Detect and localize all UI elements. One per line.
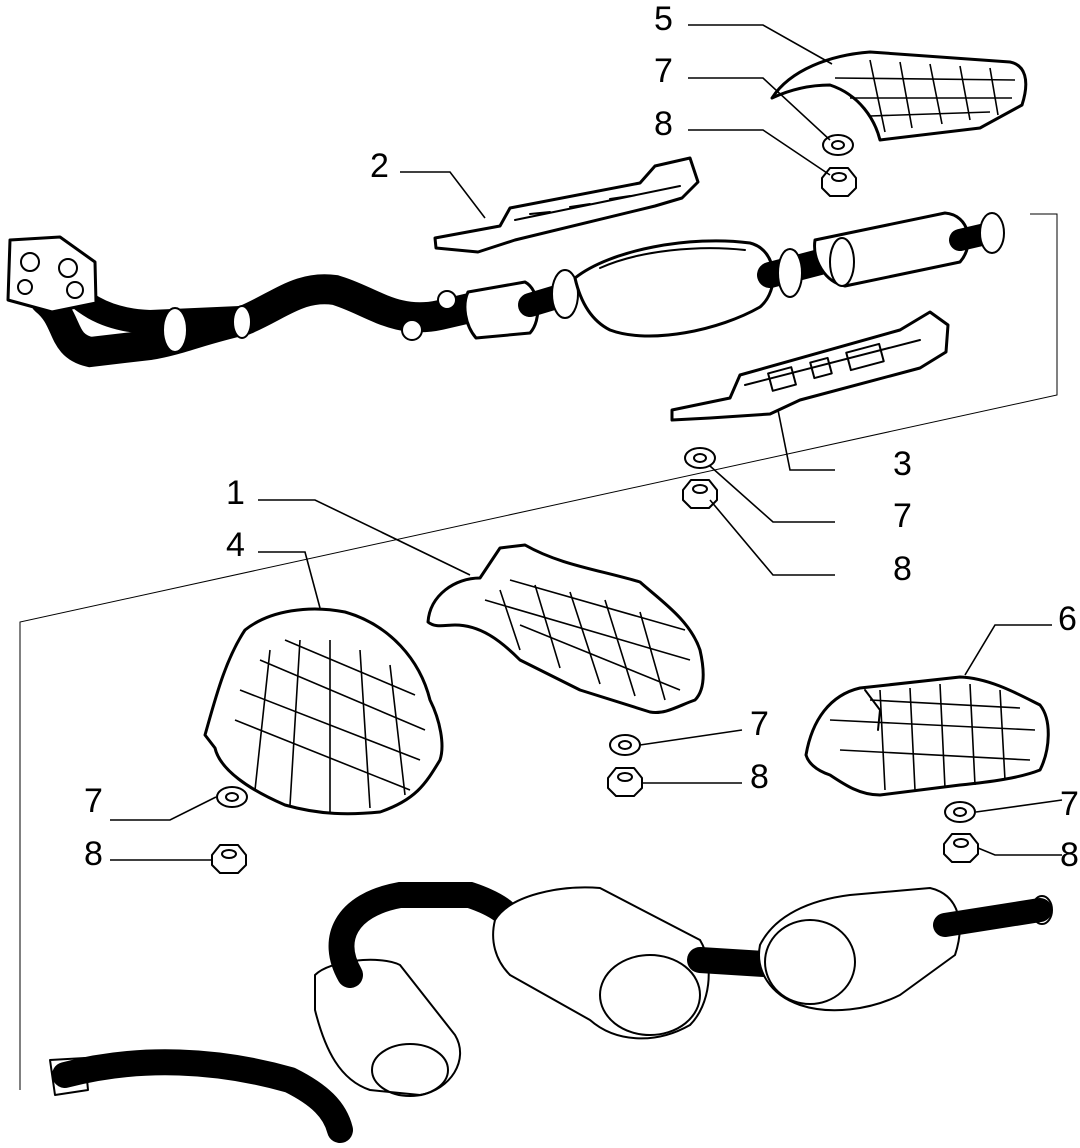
pre-silencer <box>463 280 540 340</box>
callout-1: 1 <box>226 474 245 512</box>
assembly-guide-lines <box>19 213 1058 1090</box>
callout-5: 5 <box>654 0 673 38</box>
callout-3: 3 <box>893 445 912 483</box>
rear-exhaust-line <box>49 882 1053 1143</box>
front-silencer <box>314 958 461 1096</box>
callout-7-left: 7 <box>84 782 103 820</box>
fastener-nuts <box>211 167 979 874</box>
callout-7-top: 7 <box>654 52 673 90</box>
callout-7-center: 7 <box>750 705 769 743</box>
callout-2: 2 <box>370 147 389 185</box>
leader-lines <box>110 24 1063 861</box>
callout-8-left: 8 <box>84 835 103 873</box>
callout-8-center: 8 <box>750 758 769 796</box>
catalytic-converter <box>573 239 775 338</box>
heat-shield-4 <box>203 607 444 816</box>
heat-shield-1 <box>426 543 705 715</box>
lambda-sensor-boss <box>401 319 423 341</box>
callout-6: 6 <box>1058 600 1077 638</box>
heat-shield-5 <box>770 50 1028 142</box>
callout-7-right: 7 <box>893 497 912 535</box>
front-exhaust-pipe-assembly <box>6 211 1005 368</box>
heat-shield-2 <box>433 156 700 254</box>
manifold-flange <box>6 235 98 314</box>
callout-4: 4 <box>226 526 245 564</box>
heat-shield-6 <box>804 675 1050 797</box>
callout-8-top: 8 <box>654 105 673 143</box>
callout-8-right: 8 <box>893 550 912 588</box>
central-silencer <box>492 886 710 1040</box>
callout-8-lower-right: 8 <box>1060 836 1079 874</box>
callout-labels: 5 7 8 2 3 7 8 1 4 6 7 8 7 8 7 8 <box>84 0 1079 874</box>
callout-7-lower-right: 7 <box>1060 785 1079 823</box>
rear-silencer <box>758 887 961 1012</box>
heat-shield-3 <box>670 310 950 422</box>
fastener-washers <box>216 134 976 823</box>
